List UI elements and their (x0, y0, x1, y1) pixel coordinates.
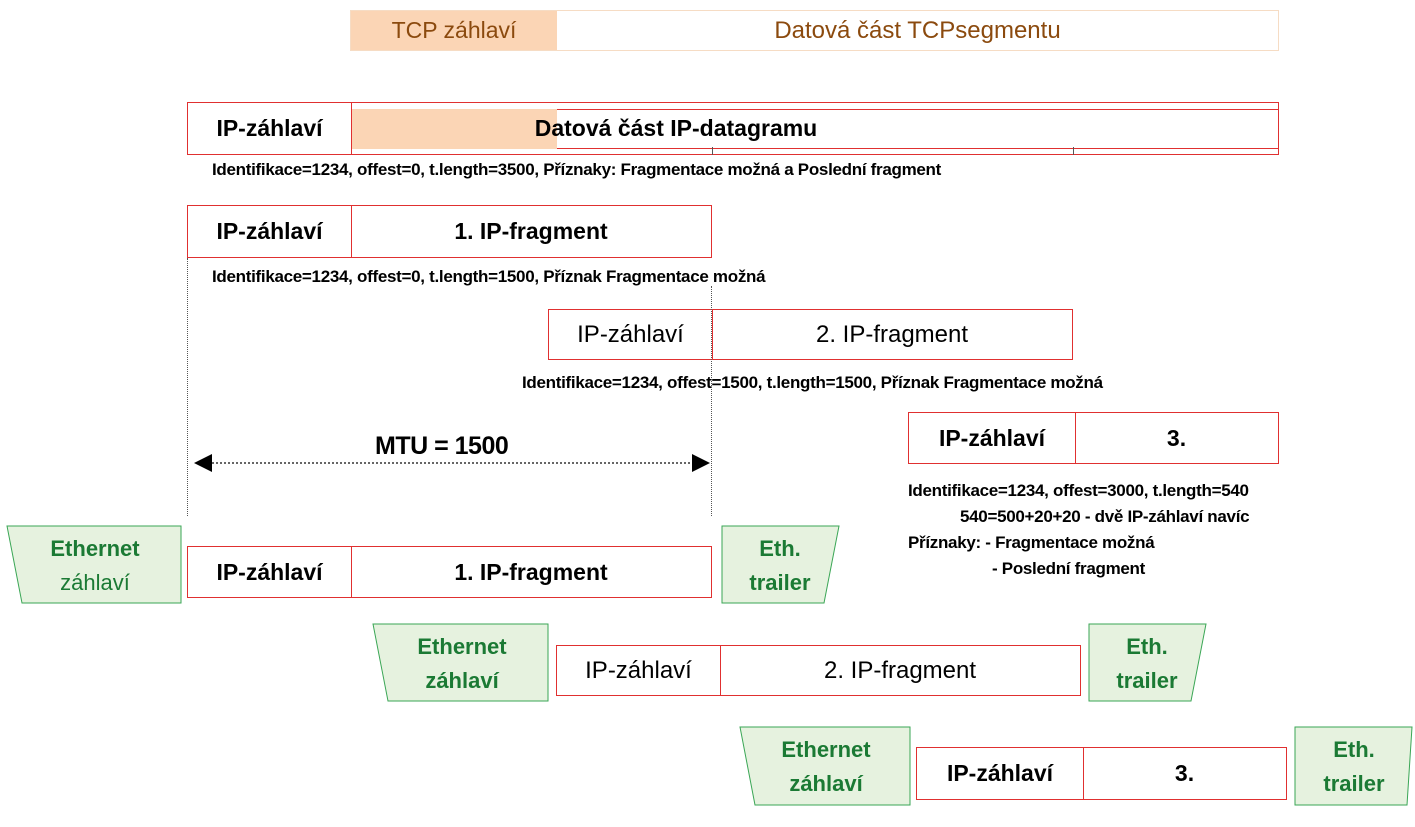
fragment-1-header: IP-záhlaví (188, 206, 351, 257)
datagram-inner-frame (557, 109, 1278, 149)
mtu-guide-left (187, 258, 188, 516)
eth-header-line2-3: záhlaví (789, 771, 863, 796)
eth-frame-3-divider (1083, 748, 1084, 799)
datagram-tick-2 (1073, 147, 1074, 155)
fragment-3-info-line-2: 540=500+20+20 - dvě IP-záhlaví navíc (960, 507, 1250, 526)
fragment-1: IP-záhlaví 1. IP-fragment (187, 205, 712, 258)
fragment-1-data-label: 1. IP-fragment (454, 218, 608, 244)
eth-frame-2-divider (720, 646, 721, 695)
fragment-3-header-label: IP-záhlaví (938, 424, 1046, 451)
fragment-3-divider (1075, 413, 1076, 463)
datagram-tick-1 (712, 147, 713, 155)
datagram-header-label: IP-záhlaví (216, 115, 323, 141)
eth-frame-3-ip-packet: IP-záhlaví 3. (916, 747, 1287, 800)
eth-header-line2-2: záhlaví (425, 668, 499, 693)
fragment-3-header: IP-záhlaví (909, 413, 1075, 463)
eth-trailer-line2-3: trailer (1323, 771, 1385, 796)
fragment-2-header: IP-záhlaví (549, 310, 712, 359)
eth-trailer-shape-1 (721, 525, 840, 604)
fragment-1-info: Identifikace=1234, offest=0, t.length=15… (212, 267, 766, 286)
eth-frame-1-ip-data-label: 1. IP-fragment (454, 558, 608, 585)
eth-header-shape-1 (6, 525, 182, 604)
eth-frame-3-ip-header-label: IP-záhlaví (946, 760, 1054, 786)
fragment-2-header-label: IP-záhlaví (577, 320, 684, 348)
eth-trailer-line1-3: Eth. (1333, 737, 1375, 762)
eth-header-label-2: Ethernet záhlaví (386, 630, 538, 698)
eth-trailer-shape-3 (1294, 726, 1413, 806)
fragment-1-divider (351, 206, 352, 257)
eth-frame-2-ip-data-label: 2. IP-fragment (823, 656, 977, 684)
fragment-2-info: Identifikace=1234, offest=1500, t.length… (522, 373, 1103, 392)
eth-trailer-label-3: Eth. trailer (1298, 733, 1410, 801)
eth-frame-3-ip-data: 3. (1083, 748, 1286, 799)
fragment-3-data-label: 3. (1166, 424, 1187, 451)
eth-header-shape-2 (372, 623, 549, 702)
ip-datagram: IP-záhlaví Datová část IP-datagramu (187, 102, 1279, 155)
eth-header-shape-3 (739, 726, 911, 806)
eth-trailer-line1-2: Eth. (1126, 634, 1168, 659)
eth-frame-2-ip-header-label: IP-záhlaví (585, 656, 692, 684)
eth-trailer-label-1: Eth. trailer (725, 532, 835, 600)
eth-frame-1-ip-header-label: IP-záhlaví (216, 558, 323, 585)
tcp-data: Datová část TCPsegmentu (557, 11, 1278, 50)
eth-trailer-line2-2: trailer (1116, 668, 1178, 693)
eth-frame-1-ip-data: 1. IP-fragment (351, 547, 711, 597)
eth-frame-1-ip-packet: IP-záhlaví 1. IP-fragment (187, 546, 712, 598)
tcp-data-label: Datová část TCPsegmentu (774, 16, 1061, 44)
datagram-divider (351, 103, 352, 154)
eth-frame-3-ip-header: IP-záhlaví (917, 748, 1083, 799)
fragment-3-info-line-4: - Poslední fragment (992, 559, 1145, 578)
fragment-2-divider (712, 310, 713, 359)
eth-header-label-1: Ethernet záhlaví (20, 532, 170, 600)
eth-trailer-line2-1: trailer (749, 570, 811, 595)
datagram-tcp-header-overlay (351, 109, 557, 149)
fragment-2-data: 2. IP-fragment (712, 310, 1072, 359)
eth-header-line2-1: záhlaví (60, 570, 130, 595)
fragment-1-data: 1. IP-fragment (351, 206, 711, 257)
datagram-info: Identifikace=1234, offest=0, t.length=35… (212, 160, 941, 179)
eth-header-label-3: Ethernet záhlaví (752, 733, 900, 801)
eth-trailer-label-2: Eth. trailer (1092, 630, 1202, 698)
eth-trailer-line1-1: Eth. (759, 536, 801, 561)
fragment-3-info-line-1: Identifikace=1234, offest=3000, t.length… (908, 481, 1249, 500)
eth-header-line1-1: Ethernet (50, 536, 140, 561)
mtu-guide-right (711, 286, 712, 516)
mtu-arrow (194, 454, 710, 472)
tcp-header-label: TCP záhlaví (391, 17, 517, 43)
eth-header-line1-2: Ethernet (417, 634, 507, 659)
datagram-data: Datová část IP-datagramu (351, 103, 1001, 154)
fragment-2: IP-záhlaví 2. IP-fragment (548, 309, 1073, 360)
eth-trailer-shape-2 (1088, 623, 1207, 702)
datagram-data-label: Datová část IP-datagramu (534, 115, 818, 141)
mtu-label: MTU = 1500 (375, 432, 509, 460)
eth-header-line1-3: Ethernet (781, 737, 871, 762)
eth-frame-1-ip-header: IP-záhlaví (188, 547, 351, 597)
eth-frame-1-divider (351, 547, 352, 597)
fragment-3-info-line-3: Příznaky: - Fragmentace možná (908, 533, 1155, 552)
datagram-header: IP-záhlaví (188, 103, 351, 154)
eth-frame-2-ip-packet: IP-záhlaví 2. IP-fragment (556, 645, 1081, 696)
tcp-header: TCP záhlaví (351, 11, 557, 50)
fragment-2-data-label: 2. IP-fragment (815, 320, 969, 348)
tcp-segment: TCP záhlaví Datová část TCPsegmentu (350, 10, 1279, 51)
eth-frame-3-ip-data-label: 3. (1174, 760, 1195, 786)
eth-frame-2-ip-header: IP-záhlaví (557, 646, 720, 695)
fragment-1-header-label: IP-záhlaví (216, 218, 323, 244)
fragment-3-data: 3. (1075, 413, 1278, 463)
fragment-3: IP-záhlaví 3. (908, 412, 1279, 464)
eth-frame-2-ip-data: 2. IP-fragment (720, 646, 1080, 695)
